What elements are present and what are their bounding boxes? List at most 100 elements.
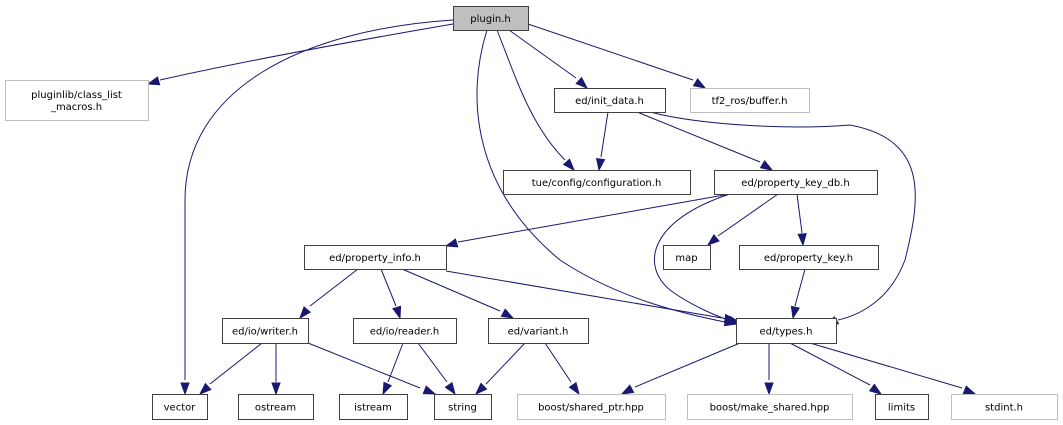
node-string[interactable]: string: [434, 394, 492, 420]
edge-types-to-stdint: [809, 342, 977, 395]
edge-line: [209, 342, 263, 385]
edge-line: [496, 29, 566, 161]
edge-writer-to-vector: [198, 342, 263, 395]
node-classlist: pluginlib/class_list_macros.h: [5, 80, 149, 121]
node-ostream[interactable]: ostream: [238, 394, 314, 420]
node-label: pluginlib/class_list: [31, 90, 122, 101]
arrowhead-icon: [382, 381, 393, 396]
node-box: [951, 394, 1058, 420]
edge-line: [159, 23, 454, 81]
node-label: _macros.h: [50, 102, 102, 113]
node-types[interactable]: ed/types.h: [736, 318, 837, 344]
node-istream[interactable]: istream: [339, 394, 408, 420]
edge-writer-to-ostream: [271, 343, 281, 396]
arrowhead-icon: [422, 385, 437, 395]
edge-line: [485, 342, 526, 385]
node-vector[interactable]: vector: [152, 394, 208, 420]
node-box: [736, 318, 837, 344]
node-label: ed/property_key_db.h: [741, 178, 849, 189]
edge-line: [600, 111, 609, 158]
edge-plugin-to-vector: [180, 19, 454, 396]
edge-types-to-limits: [789, 342, 883, 395]
edge-line: [380, 268, 397, 307]
arrowhead-icon: [575, 76, 589, 89]
node-propkey[interactable]: ed/property_key.h: [739, 245, 879, 270]
arrowhead-icon: [706, 234, 720, 246]
edge-types-to-sharedptr: [620, 342, 741, 395]
edge-propinfo-to-types: [445, 270, 738, 324]
edge-line: [476, 29, 726, 323]
node-label: ostream: [255, 403, 296, 414]
node-sharedptr: boost/shared_ptr.hpp: [517, 394, 666, 420]
nodes-layer: plugin.h pluginlib/class_list_macros.h ed/…: [5, 6, 1058, 420]
node-map[interactable]: map: [663, 245, 711, 270]
node-box: [687, 394, 853, 420]
arrowhead-icon: [568, 381, 580, 396]
node-label: boost/make_shared.hpp: [710, 403, 830, 414]
edge-propkeydb-to-propinfo: [444, 193, 731, 248]
node-label: ed/types.h: [760, 327, 813, 338]
node-box: [517, 394, 666, 420]
node-limits[interactable]: limits: [875, 394, 929, 420]
edge-line: [387, 342, 404, 383]
node-propinfo[interactable]: ed/property_info.h: [304, 245, 447, 270]
node-box: [353, 318, 457, 344]
arrowhead-icon: [474, 382, 488, 396]
node-writer[interactable]: ed/io/writer.h: [222, 318, 309, 344]
edge-plugin-to-tf2buffer: [527, 23, 707, 89]
node-box: [503, 170, 691, 195]
node-label: tue/config/configuration.h: [532, 178, 662, 189]
edge-line: [527, 23, 694, 81]
node-tf2buffer: tf2_ros/buffer.h: [690, 88, 810, 113]
node-box: [488, 318, 589, 344]
node-config[interactable]: tue/config/configuration.h: [503, 170, 691, 195]
arrowhead-icon: [759, 160, 774, 171]
arrowhead-icon: [790, 305, 801, 320]
node-label: limits: [888, 403, 915, 414]
edge-propkeydb-to-map: [706, 193, 779, 246]
edge-reader-to-string: [417, 342, 456, 396]
edge-line: [417, 342, 448, 383]
node-box: [453, 6, 529, 31]
edge-variant-to-sharedptr: [544, 342, 580, 396]
node-label: ed/init_data.h: [575, 96, 644, 107]
arrowhead-icon: [962, 385, 977, 395]
node-initdata[interactable]: ed/init_data.h: [554, 88, 666, 113]
edge-line: [457, 193, 731, 243]
edge-initdata-to-types: [649, 111, 916, 327]
edge-line: [634, 342, 741, 388]
node-box: [222, 318, 309, 344]
edge-propinfo-to-writer: [299, 268, 359, 320]
node-box: [5, 80, 149, 121]
edge-plugin-to-initdata: [508, 29, 589, 89]
arrowhead-icon: [198, 382, 212, 395]
node-label: boost/shared_ptr.hpp: [538, 403, 644, 414]
node-box: [238, 394, 314, 420]
edge-propinfo-to-variant: [401, 268, 515, 319]
edge-initdata-to-config: [595, 111, 609, 172]
arrowhead-icon: [595, 157, 606, 172]
node-reader[interactable]: ed/io/reader.h: [353, 318, 457, 344]
edge-propinfo-to-reader: [380, 268, 402, 320]
node-propkeydb[interactable]: ed/property_key_db.h: [714, 170, 878, 195]
node-makeshared: boost/make_shared.hpp: [687, 394, 853, 420]
arrowhead-icon: [500, 308, 515, 319]
edge-line: [307, 342, 421, 389]
node-box: [152, 394, 208, 420]
edge-line: [809, 342, 963, 389]
node-variant[interactable]: ed/variant.h: [488, 318, 589, 344]
node-plugin[interactable]: plugin.h: [453, 6, 529, 31]
node-label: plugin.h: [470, 14, 510, 25]
edge-line: [654, 193, 736, 323]
node-box: [434, 394, 492, 420]
edge-types-to-makeshared: [764, 343, 774, 396]
edge-plugin-to-config: [496, 29, 575, 172]
node-box: [875, 394, 929, 420]
edge-plugin-to-classlist: [146, 23, 454, 86]
node-stdint: stdint.h: [951, 394, 1058, 420]
arrowhead-icon: [392, 305, 402, 320]
arrowhead-icon: [764, 382, 774, 396]
edge-line: [184, 19, 454, 380]
node-box: [690, 88, 810, 113]
